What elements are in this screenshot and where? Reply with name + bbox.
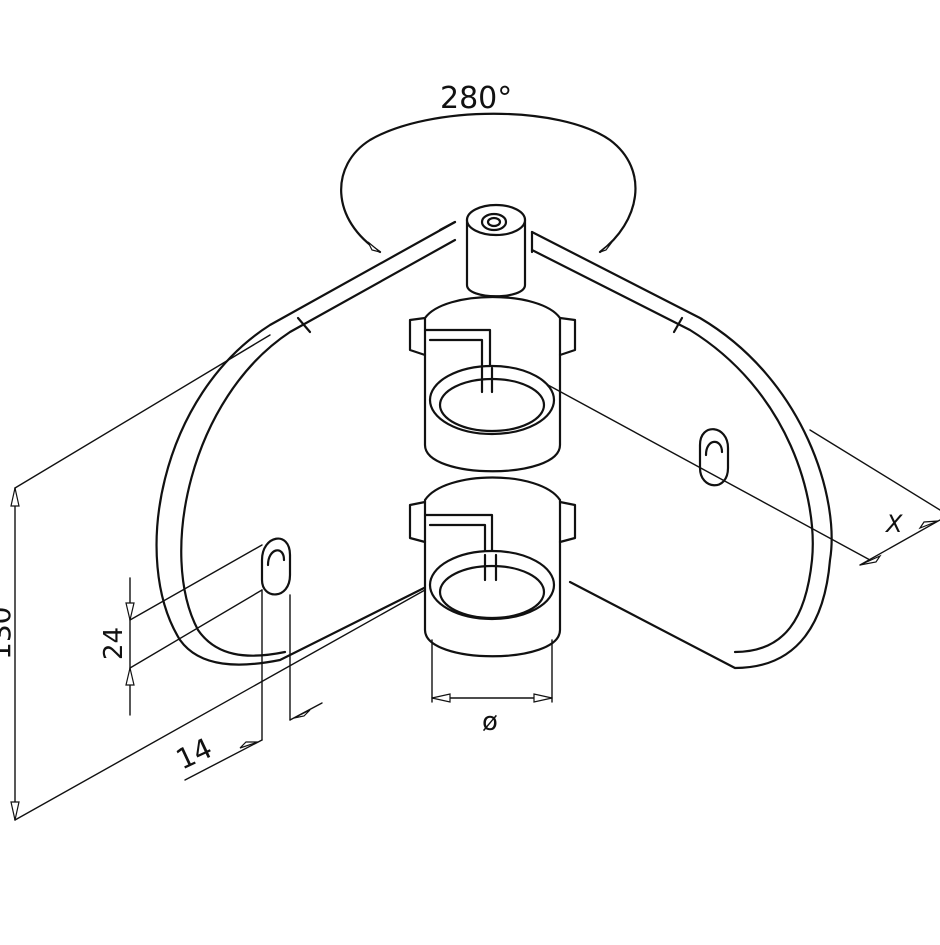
x-label: X bbox=[884, 510, 903, 538]
right-slot bbox=[698, 428, 730, 487]
upper-knuckle bbox=[408, 296, 577, 473]
left-slot bbox=[260, 537, 292, 596]
angle-label: 280° bbox=[440, 81, 512, 116]
lower-knuckle bbox=[408, 476, 577, 658]
left-plate bbox=[155, 220, 457, 666]
height-label: 130 bbox=[0, 607, 17, 660]
right-plate bbox=[530, 230, 833, 670]
slot-length-label: 24 bbox=[99, 627, 129, 660]
slot-width-label: 14 bbox=[171, 731, 217, 776]
x-dimension: X bbox=[547, 384, 940, 566]
height-dimension: 130 bbox=[0, 334, 426, 821]
angle-dimension: 280° bbox=[340, 81, 637, 254]
hinge-pin bbox=[465, 203, 527, 298]
diameter-dimension: ø bbox=[431, 639, 553, 737]
slot-length-dimension: 24 bbox=[99, 544, 263, 716]
diameter-label: ø bbox=[482, 707, 498, 737]
